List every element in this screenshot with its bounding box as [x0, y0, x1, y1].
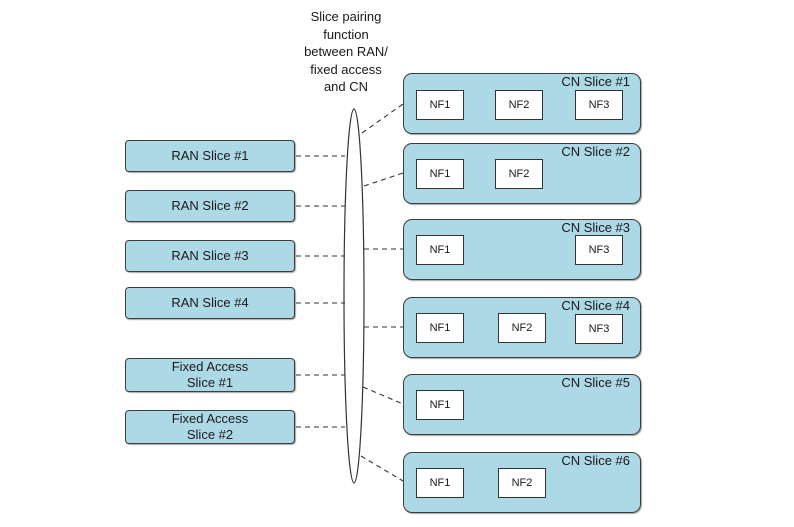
- cn-slice-label: CN Slice #4: [561, 298, 630, 313]
- fixed-access-slice-1: Fixed Access Slice #1: [125, 358, 295, 392]
- nf-box: NF1: [416, 159, 464, 189]
- cn-slice-1: CN Slice #1 NF1 NF2 NF3: [403, 73, 641, 134]
- nf-box: NF2: [495, 159, 543, 189]
- cn-slice-label: CN Slice #1: [561, 74, 630, 89]
- connector-cn-1: [361, 103, 404, 134]
- cn-slice-label: CN Slice #6: [561, 453, 630, 468]
- nf-box: NF2: [495, 90, 543, 120]
- connector-cn-2: [363, 172, 404, 187]
- nf-box: NF1: [416, 468, 464, 498]
- cn-slice-label: CN Slice #2: [561, 144, 630, 159]
- nf-box: NF3: [575, 235, 623, 265]
- cn-slice-label: CN Slice #5: [561, 375, 630, 390]
- nf-box: NF1: [416, 235, 464, 265]
- slice-pairing-function-label: Slice pairing function between RAN/ fixe…: [304, 9, 388, 94]
- nf-box: NF1: [416, 90, 464, 120]
- nf-box: NF3: [575, 90, 623, 120]
- nf-box: NF3: [575, 314, 623, 344]
- slice-pairing-ellipse: [343, 108, 365, 484]
- cn-slice-3: CN Slice #3 NF1 NF3: [403, 219, 641, 280]
- cn-slice-4: CN Slice #4 NF1 NF2 NF3: [403, 297, 641, 358]
- nf-box: NF1: [416, 313, 464, 343]
- nf-box: NF1: [416, 390, 464, 420]
- ran-slice-1: RAN Slice #1: [125, 140, 295, 172]
- cn-slice-6: CN Slice #6 NF1 NF2: [403, 452, 641, 513]
- ran-slice-4: RAN Slice #4: [125, 287, 295, 319]
- connector-cn-6: [360, 455, 404, 482]
- cn-slice-2: CN Slice #2 NF1 NF2: [403, 143, 641, 204]
- ran-slice-2: RAN Slice #2: [125, 190, 295, 222]
- fixed-access-slice-2: Fixed Access Slice #2: [125, 410, 295, 444]
- nf-box: NF2: [498, 468, 546, 498]
- nf-box: NF2: [498, 313, 546, 343]
- connector-cn-5: [362, 386, 404, 405]
- ran-slice-3: RAN Slice #3: [125, 240, 295, 272]
- dashed-connectors: [296, 103, 404, 482]
- cn-slice-label: CN Slice #3: [561, 220, 630, 235]
- cn-slice-5: CN Slice #5 NF1: [403, 374, 641, 435]
